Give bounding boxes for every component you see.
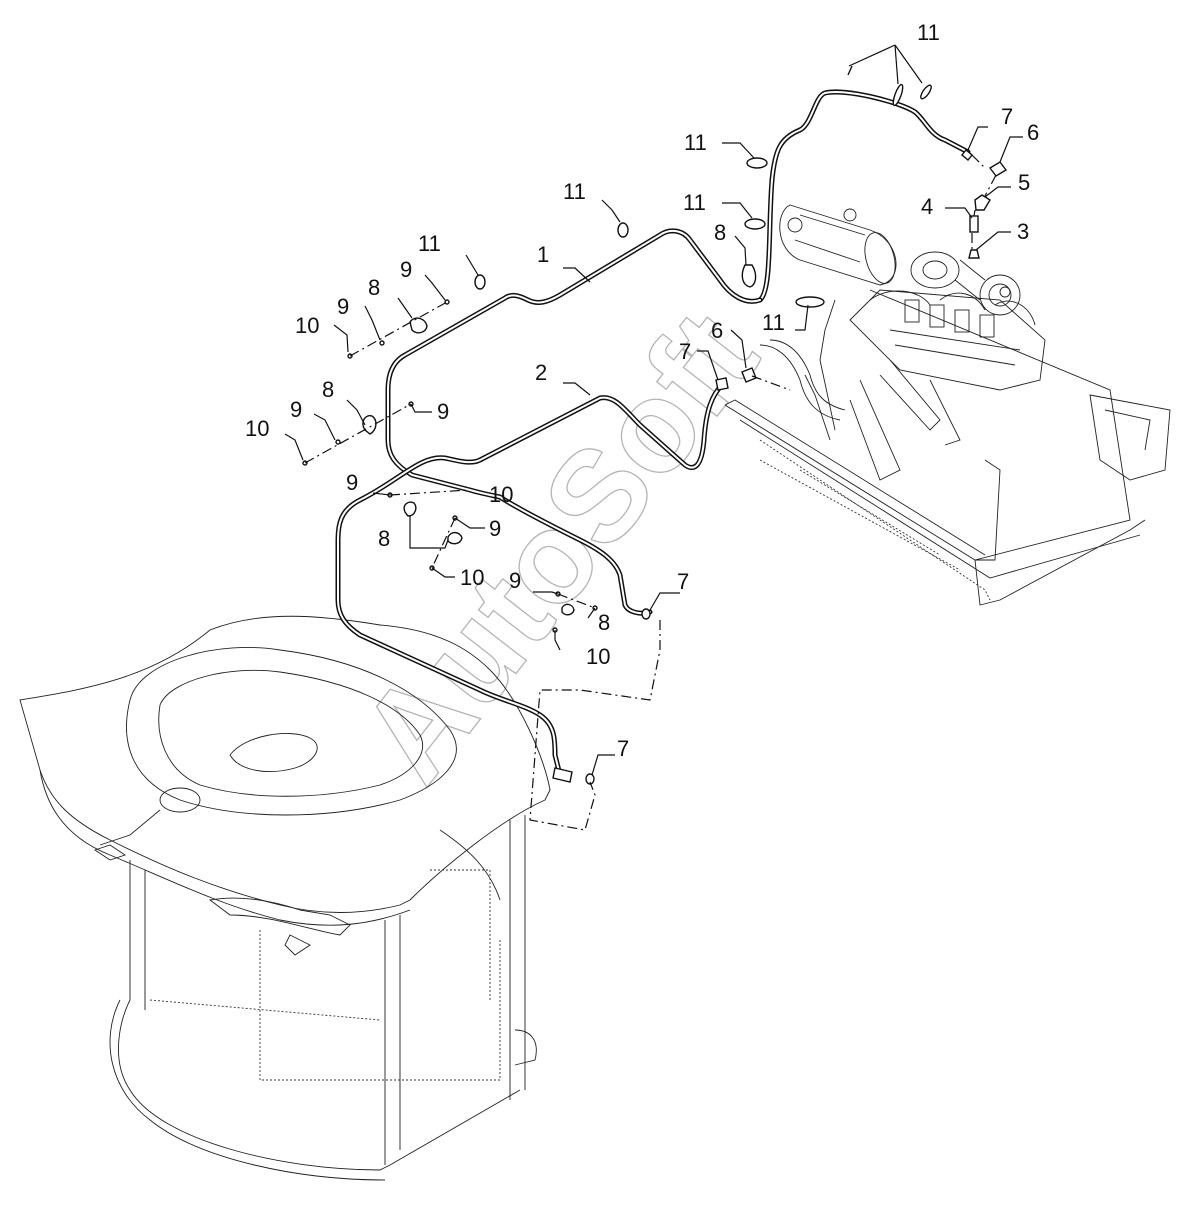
callout-8: 8 [368,275,380,300]
callout-11: 11 [418,231,441,256]
callout-8: 8 [598,610,610,635]
callout-11: 11 [684,130,707,155]
callout-4: 4 [921,194,933,219]
callout-11: 11 [762,310,785,335]
o-ring-icon [920,84,932,100]
callout-10: 10 [586,644,610,669]
callout-8: 8 [714,220,726,245]
callout-9: 9 [437,399,449,424]
callout-7: 7 [1001,104,1013,129]
callout-11: 11 [917,20,940,45]
callout-10: 10 [489,482,513,507]
callout-8: 8 [322,377,334,402]
o-ring-icon [474,274,486,290]
o-ring-icon [847,65,853,76]
callout-10: 10 [295,313,319,338]
callout-9: 9 [489,516,501,541]
o-ring-icon [795,296,825,308]
callout-7: 7 [617,736,629,761]
callout-1: 1 [537,242,549,267]
callout-9: 9 [290,397,302,422]
callout-labels: 11 7 6 11 5 11 11 4 3 8 11 1 9 8 9 11 10… [245,20,1039,761]
fuel-tank [19,615,551,1181]
callout-11: 11 [563,179,586,204]
hose-clamp-icon [741,264,757,288]
o-ring-icon [744,218,766,230]
o-ring-icon [617,222,629,238]
fuel-line-1 [385,89,971,616]
callout-6: 6 [711,318,723,343]
callout-9: 9 [337,294,349,319]
hose-clamp-icon [561,603,575,616]
callout-9: 9 [346,470,358,495]
callout-2: 2 [535,360,547,385]
callout-7: 7 [677,569,689,594]
engine-frame-assembly [724,204,1171,606]
callout-10: 10 [245,416,269,441]
o-ring-icon [746,157,768,169]
leader-lines [284,44,1023,776]
callout-5: 5 [1018,170,1030,195]
callout-7: 7 [679,339,691,364]
callout-11: 11 [683,190,706,215]
callout-6: 6 [1027,120,1039,145]
hose-clamp-icon [403,501,417,517]
callout-3: 3 [1017,219,1029,244]
hose-clamp-icon [447,531,463,545]
watermark: AutoSoft [332,285,785,807]
callout-10: 10 [460,565,484,590]
o-ring-icon [892,83,904,107]
hose-clamp-icon [409,317,428,334]
fuel-line-2 [335,382,725,783]
assembly-lines [304,154,986,831]
quick-connector-icon [988,161,1008,177]
callout-9: 9 [509,568,521,593]
callout-9: 9 [400,257,412,282]
callout-8: 8 [378,526,390,551]
